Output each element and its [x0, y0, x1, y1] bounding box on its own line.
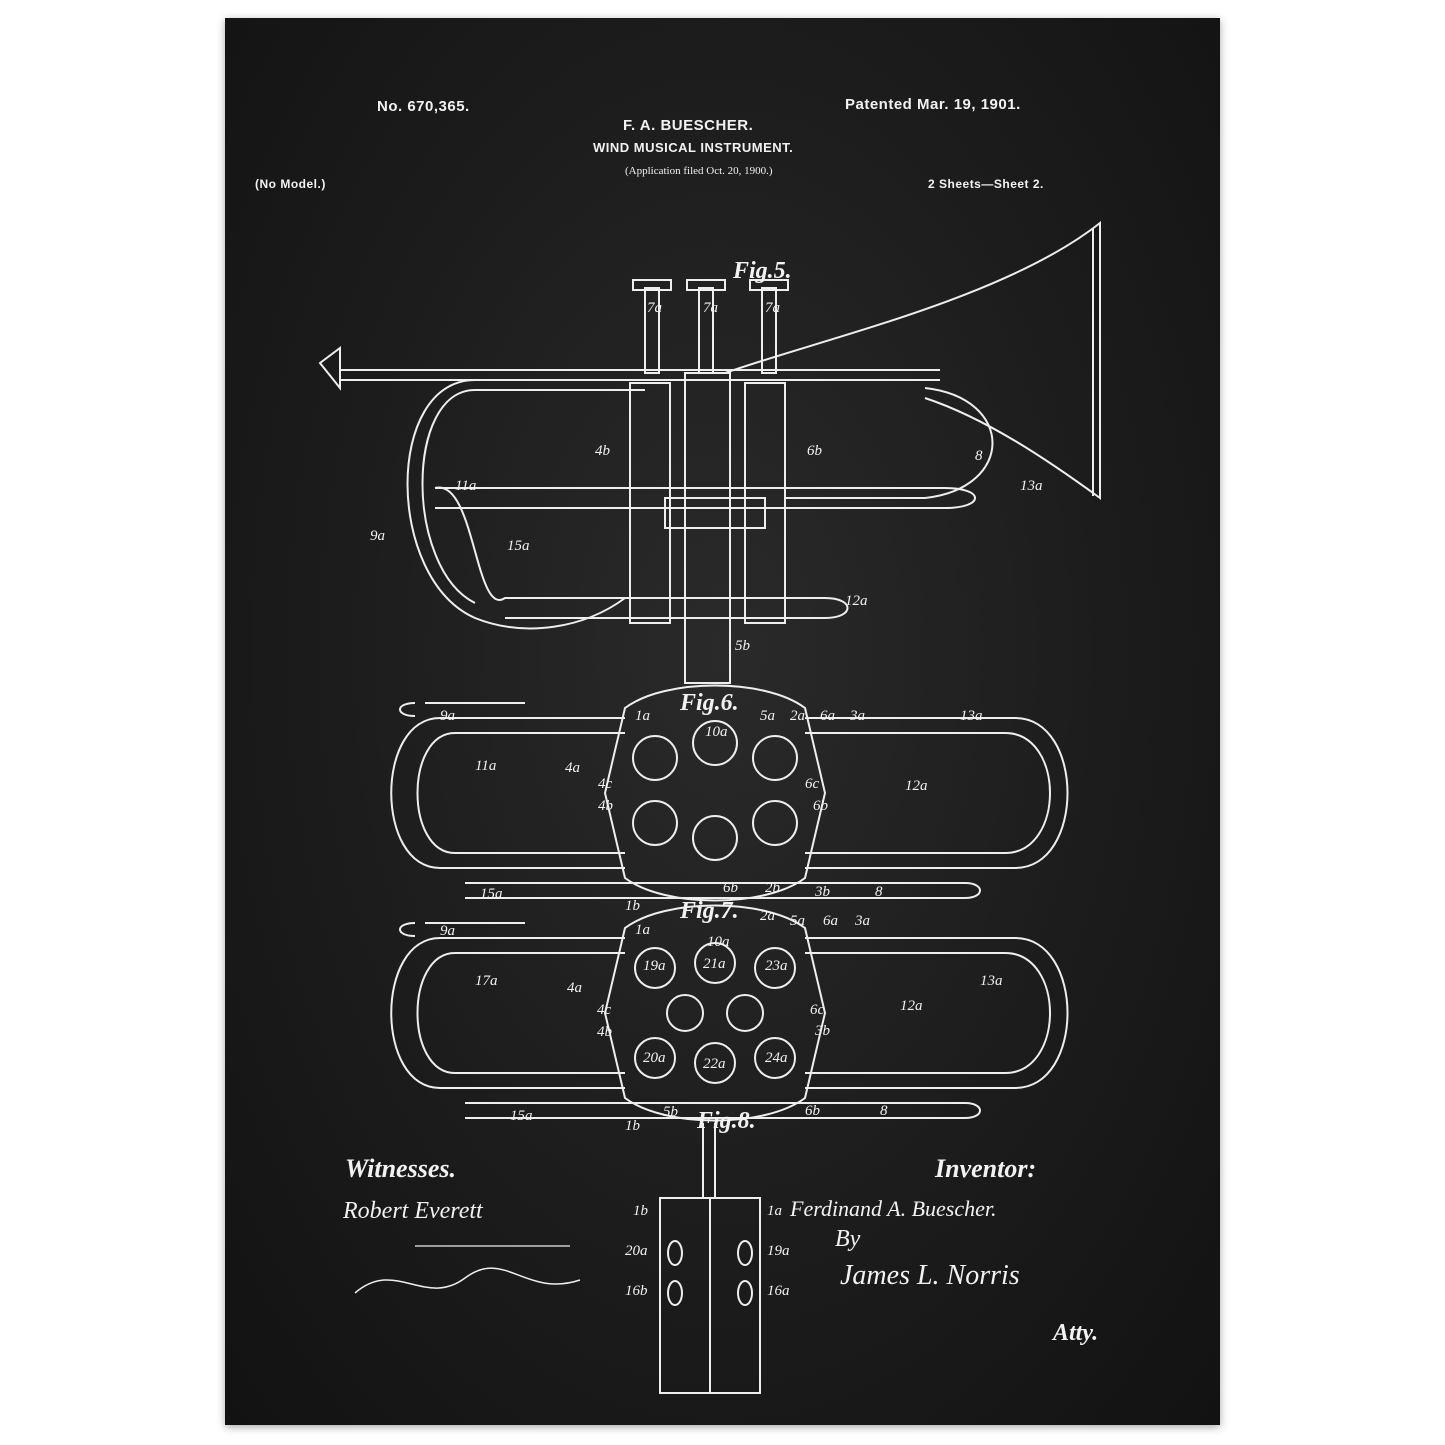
part-label: 8: [875, 884, 883, 900]
part-label: 24a: [765, 1050, 788, 1066]
attorney-suffix: Atty.: [1053, 1320, 1099, 1346]
part-label: 15a: [510, 1108, 533, 1124]
part-label: 1b: [633, 1203, 648, 1219]
part-label: 4b: [597, 1024, 612, 1040]
attorney-signature: James L. Norris: [840, 1260, 1020, 1291]
witnesses-heading: Witnesses.: [345, 1154, 456, 1183]
part-label: 4c: [597, 1002, 612, 1018]
part-label: 6b: [805, 1103, 820, 1119]
part-label: 12a: [905, 778, 928, 794]
part-label: 4a: [565, 760, 580, 776]
part-label: 6b: [723, 880, 738, 896]
part-label: 4a: [567, 980, 582, 996]
part-label: 3a: [855, 913, 870, 929]
fig5-title: Fig.5.: [733, 258, 792, 284]
part-label: 20a: [625, 1243, 648, 1259]
part-label: 19a: [643, 958, 666, 974]
part-label: 7a: [647, 300, 662, 316]
part-label: 5b: [735, 638, 750, 654]
fig6-drawing: [390, 684, 1069, 902]
part-label: 12a: [900, 998, 923, 1014]
inventor-full-name: Ferdinand A. Buescher.: [790, 1196, 997, 1221]
part-label: 20a: [643, 1050, 666, 1066]
part-label: 9a: [370, 528, 385, 544]
part-label: 9a: [440, 708, 455, 724]
part-label: 6c: [805, 776, 820, 792]
part-label: 16a: [767, 1283, 790, 1299]
part-label: 11a: [475, 758, 497, 774]
part-label: 4c: [598, 776, 613, 792]
part-label: 6b: [807, 443, 822, 459]
part-label: 13a: [1020, 478, 1043, 494]
part-label: 6c: [810, 1002, 825, 1018]
fig8-drawing: [659, 1123, 761, 1394]
part-label: 1b: [625, 1118, 640, 1134]
part-label: 5a: [760, 708, 775, 724]
part-label: 7a: [703, 300, 718, 316]
application-date: (Application filed Oct. 20, 1900.): [625, 165, 773, 177]
fig5-drawing: [318, 220, 1101, 684]
part-label: 1b: [625, 898, 640, 914]
fig8-title: Fig.8.: [697, 1108, 756, 1134]
part-label: 7a: [765, 300, 780, 316]
witness-1-signature: Robert Everett: [343, 1198, 483, 1224]
part-label: 3b: [815, 884, 830, 900]
part-label: 19a: [767, 1243, 790, 1259]
part-label: 1a: [635, 708, 650, 724]
part-label: 4b: [595, 443, 610, 459]
part-label: 1a: [635, 922, 650, 938]
part-label: 16b: [625, 1283, 648, 1299]
part-label: 10a: [705, 724, 728, 740]
inventor-name: F. A. BUESCHER.: [623, 117, 754, 134]
part-label: 17a: [475, 973, 498, 989]
part-label: 8: [880, 1103, 888, 1119]
fig7-drawing: [390, 904, 1069, 1122]
part-label: 3b: [815, 1023, 830, 1039]
part-label: 5b: [663, 1104, 678, 1120]
part-label: 4b: [598, 798, 613, 814]
part-label: 10a: [707, 934, 730, 950]
patent-poster: No. 670,365. Patented Mar. 19, 1901. F. …: [225, 18, 1220, 1425]
part-label: 12a: [845, 593, 868, 609]
part-label: 6a: [820, 708, 835, 724]
part-label: 11a: [455, 478, 477, 494]
part-label: 6b: [813, 798, 828, 814]
model-note: (No Model.): [255, 177, 326, 191]
patent-title: WIND MUSICAL INSTRUMENT.: [593, 140, 794, 155]
patent-drawing: [318, 220, 1101, 1394]
part-label: 1a: [767, 1203, 782, 1219]
part-label: 13a: [960, 708, 983, 724]
part-label: 13a: [980, 973, 1003, 989]
by-label: By: [835, 1226, 861, 1252]
part-label: 22a: [703, 1056, 726, 1072]
part-label: 21a: [703, 956, 726, 972]
witness-2-signature: [354, 1267, 581, 1294]
part-label: 6a: [823, 913, 838, 929]
fig7-title: Fig.7.: [680, 898, 739, 924]
part-label: 15a: [480, 886, 503, 902]
fig6-title: Fig.6.: [680, 690, 739, 716]
part-label: 5a: [790, 913, 805, 929]
part-label: 9a: [440, 923, 455, 939]
patent-date: Patented Mar. 19, 1901.: [845, 96, 1021, 113]
part-label: 15a: [507, 538, 530, 554]
inventor-heading: Inventor:: [935, 1154, 1037, 1183]
part-label: 8: [975, 448, 983, 464]
part-label: 23a: [765, 958, 788, 974]
patent-number: No. 670,365.: [377, 98, 470, 115]
part-label: 2b: [765, 880, 780, 896]
sheet-number: 2 Sheets—Sheet 2.: [928, 177, 1044, 191]
part-label: 2a: [760, 908, 775, 924]
part-label: 2a: [790, 708, 805, 724]
part-label: 3a: [850, 708, 865, 724]
